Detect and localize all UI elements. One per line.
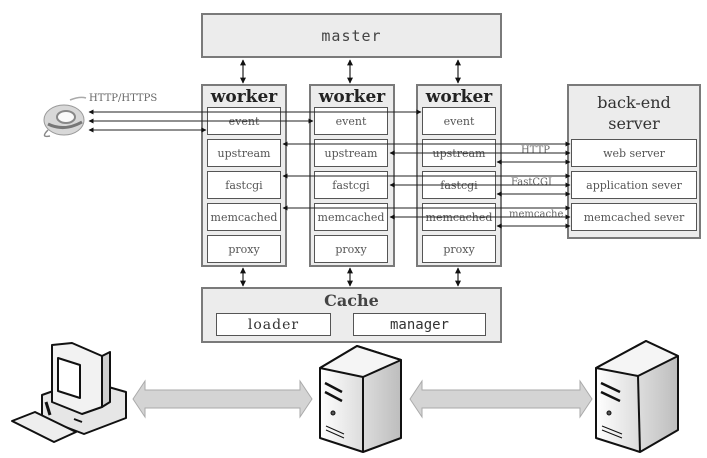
server-tower-icon xyxy=(595,340,679,453)
module-memcached: memcached xyxy=(207,203,281,231)
module-event: event xyxy=(422,107,496,135)
module-proxy: proxy xyxy=(207,235,281,263)
cache-manager: manager xyxy=(353,313,486,336)
master-box: master xyxy=(201,13,502,58)
protocol-label-client: HTTP/HTTPS xyxy=(89,93,158,104)
module-upstream: upstream xyxy=(207,139,281,167)
worker-title: worker xyxy=(425,87,493,107)
worker-title: worker xyxy=(210,87,278,107)
desktop-computer-icon xyxy=(11,342,127,443)
cache-loader: loader xyxy=(216,313,331,336)
backend-title: back-end server xyxy=(569,92,699,134)
backend-title-line1: back-end xyxy=(597,93,671,112)
server-tower-icon xyxy=(319,345,402,453)
client-server-double-arrow xyxy=(132,379,313,419)
module-proxy: proxy xyxy=(314,235,388,263)
cache-title: Cache xyxy=(324,291,379,310)
application-server: application sever xyxy=(571,171,697,199)
module-proxy: proxy xyxy=(422,235,496,263)
module-fastcgi: fastcgi xyxy=(207,171,281,199)
worker-title: worker xyxy=(318,87,386,107)
backend-title-line2: server xyxy=(608,114,660,133)
internet-explorer-icon xyxy=(43,96,87,138)
master-label: master xyxy=(321,26,382,45)
web-server: web server xyxy=(571,139,697,167)
server-server-double-arrow xyxy=(409,379,593,419)
memcached-server: memcached sever xyxy=(571,203,697,231)
